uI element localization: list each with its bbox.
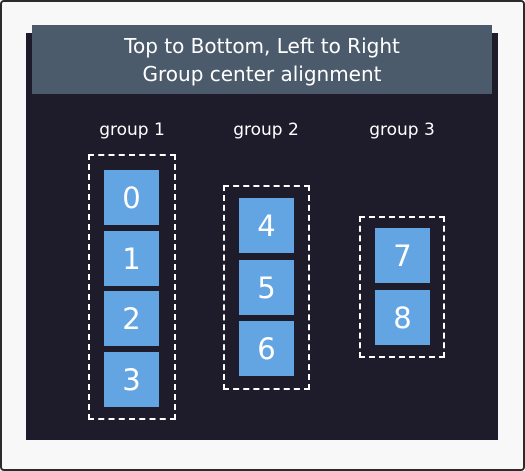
group-1-item-2: 2 bbox=[104, 291, 159, 346]
group-1-item-1: 1 bbox=[104, 231, 159, 286]
group-3-item-7: 7 bbox=[375, 228, 430, 283]
group-1-item-0: 0 bbox=[104, 170, 159, 225]
group-2-item-4: 4 bbox=[239, 198, 294, 253]
group-2-item-6: 6 bbox=[239, 321, 294, 376]
group-3-item-8: 8 bbox=[375, 290, 430, 345]
group-2-item-5: 5 bbox=[239, 260, 294, 315]
group-1-box bbox=[88, 154, 176, 420]
title-line-1: Top to Bottom, Left to Right bbox=[124, 33, 400, 58]
group-3-label: group 3 bbox=[369, 120, 435, 140]
group-1-label: group 1 bbox=[99, 120, 165, 140]
group-3-box bbox=[359, 216, 445, 358]
group-2-label: group 2 bbox=[233, 120, 299, 140]
group-1-item-3: 3 bbox=[104, 352, 159, 407]
group-2-box bbox=[223, 185, 310, 390]
title-line-2: Group center alignment bbox=[142, 61, 382, 86]
title-bar: Top to Bottom, Left to Right Group cente… bbox=[32, 25, 492, 94]
